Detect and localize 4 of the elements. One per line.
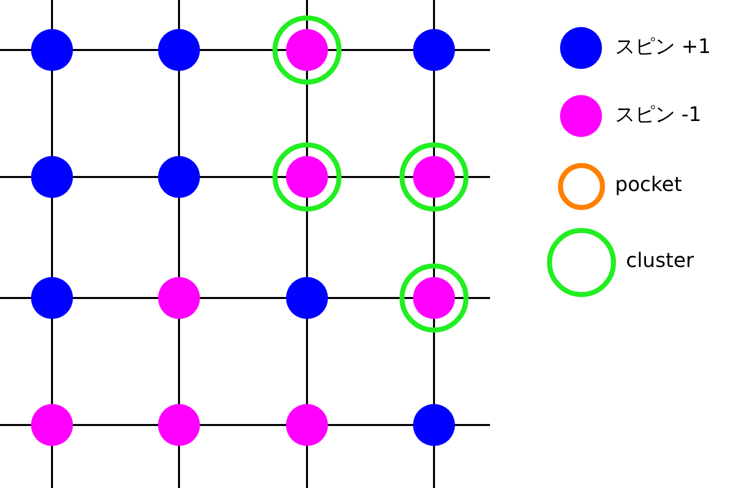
legend-label: cluster [626,248,694,272]
legend-label: スピン +1 [615,34,711,58]
legend-label: pocket [615,172,682,196]
legend-label: スピン -1 [615,102,702,126]
